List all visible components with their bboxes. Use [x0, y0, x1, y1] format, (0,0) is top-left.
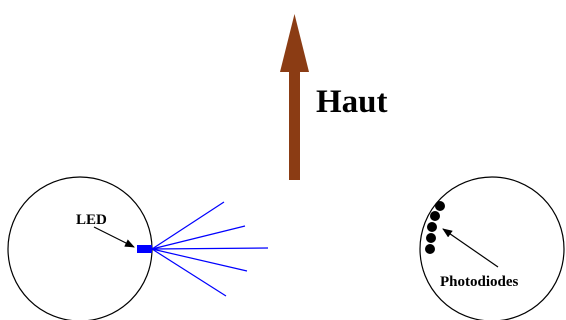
photodiode [435, 201, 445, 211]
photodiode [430, 211, 440, 221]
led-circle [7, 176, 153, 320]
light-ray [151, 225, 246, 250]
light-ray [151, 201, 225, 250]
up-arrow-shaft [289, 70, 300, 180]
photodiode-circle [419, 176, 565, 320]
led-pointer [93, 226, 135, 248]
photodiode-label: Photodiodes [440, 274, 519, 290]
light-rays [151, 201, 269, 297]
light-ray [151, 247, 269, 250]
led-label: LED [76, 212, 107, 228]
up-arrow-head [280, 14, 309, 72]
photodiode [426, 233, 436, 243]
photodiode-pointer [442, 228, 499, 268]
up-label: Haut [316, 84, 388, 120]
light-ray [151, 248, 227, 297]
light-ray [151, 248, 248, 272]
up-arrow [280, 14, 309, 180]
photodiode [425, 244, 435, 254]
led [137, 245, 152, 253]
photodiode-array [425, 201, 445, 254]
photodiode [427, 222, 437, 232]
